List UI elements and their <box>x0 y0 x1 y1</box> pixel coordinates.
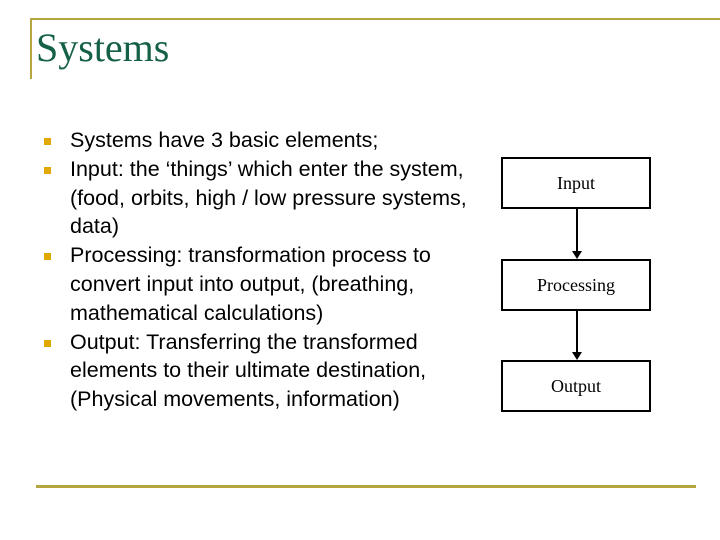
title-rule-top <box>30 18 720 20</box>
square-bullet-icon <box>44 253 51 261</box>
list-item: Processing: transformation process to co… <box>40 241 470 327</box>
flow-box-label: Input <box>557 173 595 193</box>
list-item-text: Input: the ‘things’ which enter the syst… <box>70 156 467 239</box>
square-bullet-icon <box>44 166 51 174</box>
title-rule-left <box>30 18 32 79</box>
flow-box-input: Input <box>501 157 651 209</box>
arrow-down-icon <box>572 352 582 360</box>
list-item-text: Processing: transformation process to co… <box>70 243 431 325</box>
list-item-text: Output: Transferring the transformed ele… <box>70 329 427 412</box>
page-title: Systems <box>36 25 170 70</box>
footer-rule <box>36 485 696 488</box>
square-bullet-icon <box>44 339 51 347</box>
list-item: Systems have 3 basic elements; <box>40 126 470 155</box>
arrow-down-icon <box>572 251 582 259</box>
flow-box-label: Processing <box>537 275 615 295</box>
flow-connector-processing-output <box>576 311 578 354</box>
flow-box-processing: Processing <box>501 259 651 311</box>
flow-box-output: Output <box>501 360 651 412</box>
systems-flowchart: Input Processing Output <box>501 157 653 415</box>
list-item: Output: Transferring the transformed ele… <box>40 328 470 414</box>
bullet-list: Systems have 3 basic elements; Input: th… <box>40 126 470 414</box>
square-bullet-icon <box>44 138 51 145</box>
list-item: Input: the ‘things’ which enter the syst… <box>40 155 470 241</box>
flow-connector-input-processing <box>576 209 578 253</box>
list-item-text: Systems have 3 basic elements; <box>70 128 379 152</box>
flow-box-label: Output <box>550 376 601 396</box>
